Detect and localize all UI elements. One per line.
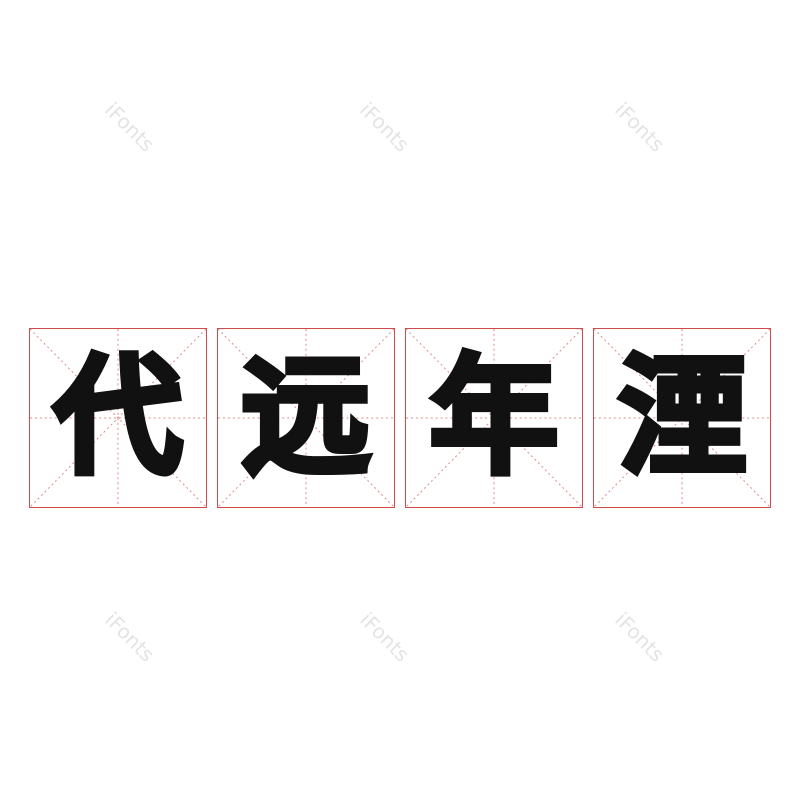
character-cell-1: 代 [29, 328, 207, 508]
tian-zi-grid-guides [30, 329, 206, 507]
watermark-text: iFonts [100, 607, 160, 667]
tian-zi-grid-guides [406, 329, 582, 507]
character-glyph: 年 [427, 343, 561, 492]
character-cell-4: 湮 [593, 328, 771, 508]
character-cell-3: 年 [405, 328, 583, 508]
character-glyph: 湮 [615, 343, 749, 492]
watermark-text: iFonts [355, 607, 415, 667]
tian-zi-grid-guides [594, 329, 770, 507]
watermark-text: iFonts [610, 97, 670, 157]
watermark-text: iFonts [100, 97, 160, 157]
watermark-text: iFonts [355, 97, 415, 157]
watermark-text: iFonts [610, 607, 670, 667]
tian-zi-grid-guides [218, 329, 394, 507]
character-glyph: 代 [51, 343, 185, 492]
character-grid-row: 代 远 年 湮 [29, 328, 773, 510]
character-cell-2: 远 [217, 328, 395, 508]
character-glyph: 远 [239, 343, 373, 492]
